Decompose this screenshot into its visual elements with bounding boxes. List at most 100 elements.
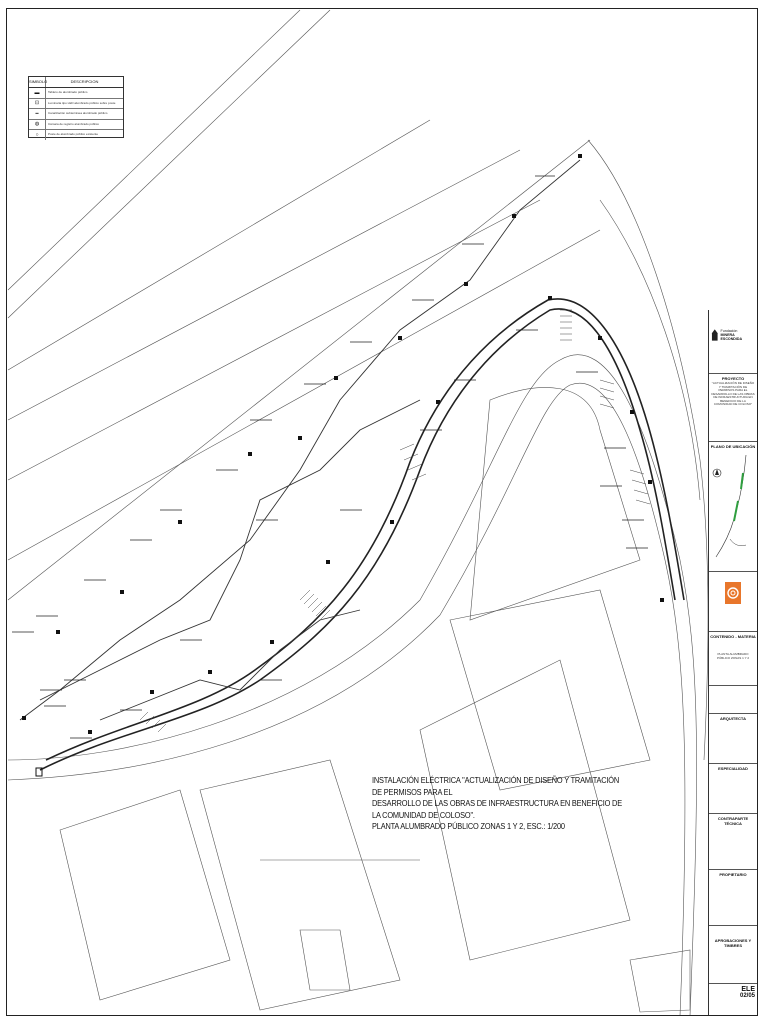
content-header: CONTENIDO - MATERIA	[710, 634, 756, 639]
revision-cell	[709, 686, 757, 714]
legend-header-description: DESCRIPCION	[70, 79, 99, 84]
luminaire-icon	[208, 670, 212, 674]
legend-description: Canalización subterránea alumbrado públi…	[48, 111, 108, 116]
stair-hatch	[599, 379, 615, 409]
company-logo-cell: Fundación MINERA ESCONDIDA	[709, 310, 757, 374]
legend-description: Tablero de alumbrado público	[48, 90, 88, 95]
lighting-circuit-main	[45, 298, 685, 761]
stair-hatch	[299, 589, 331, 621]
road-curve	[7, 354, 697, 1017]
luminaire-icon	[578, 154, 582, 158]
luminaire-icon	[598, 336, 602, 340]
luminaire-icon	[398, 336, 402, 340]
content-cell: CONTENIDO - MATERIA PLANTA ALUMBRADO PÚB…	[709, 632, 757, 686]
sheet-number-cell: ELE 02/05	[709, 984, 757, 1015]
lot-block	[59, 789, 231, 1001]
stair-hatch	[399, 443, 427, 481]
luminaire-icon	[548, 296, 552, 300]
luminaire-icon	[298, 436, 302, 440]
lot-block	[629, 949, 691, 1013]
luminaire-icon	[150, 690, 154, 694]
panel-icon	[35, 767, 43, 777]
luminaire-icon	[326, 560, 330, 564]
annotation-ticks	[12, 175, 648, 739]
drawing-title-line: DESARROLLO DE LAS OBRAS DE INFRAESTRUCTU…	[372, 798, 622, 820]
legend-row: ▬ Tablero de alumbrado público	[29, 88, 123, 99]
contractor-cell: CONTRAPARTE TÉCNICA	[709, 814, 757, 870]
specialty-header: ESPECIALIDAD	[718, 766, 748, 771]
luminaire-icon	[334, 376, 338, 380]
consultant-logo-cell	[709, 572, 757, 632]
legend-symbol: ○	[29, 130, 46, 140]
architect-cell: ARQUITECTA	[709, 714, 757, 764]
architect-header: ARQUITECTA	[720, 716, 746, 721]
luminaire-icon	[660, 598, 664, 602]
luminaire-icon	[22, 716, 26, 720]
lot-block	[199, 759, 401, 1011]
company-name: Fundación	[720, 329, 738, 333]
location-header: PLANO DE UBICACIÓN	[710, 444, 756, 449]
approvals-header: APROBACIONES Y TIMBRES	[714, 938, 752, 948]
luminaire-icon	[56, 630, 60, 634]
luminaire-icon	[248, 452, 252, 456]
title-block: Fundación MINERA ESCONDIDA PROYECTO "ACT…	[708, 310, 757, 1015]
luminaire-icon	[648, 480, 652, 484]
luminaire-icon	[178, 520, 182, 524]
coast-line	[587, 139, 709, 761]
drawing-title: INSTALACIÓN ELÉCTRICA "ACTUALIZACIÓN DE …	[372, 775, 630, 833]
legend-description: Luminaria tipo LED alumbrado público sob…	[48, 100, 116, 105]
luminaire-icon	[436, 400, 440, 404]
legend-description: Cámara de registro alumbrado público	[48, 121, 100, 126]
stair-hatch	[560, 309, 572, 341]
legend-symbol: ━	[29, 109, 46, 119]
luminaire-icon	[120, 590, 124, 594]
luminaire-icon	[390, 520, 394, 524]
legend-description: Poste de alumbrado público existente	[48, 132, 99, 137]
luminaire-markers	[22, 154, 664, 777]
consultant-logo-icon	[725, 582, 741, 604]
drawing-title-line: INSTALACIÓN ELÉCTRICA "ACTUALIZACIÓN DE …	[372, 775, 620, 797]
approvals-cell: APROBACIONES Y TIMBRES	[709, 926, 757, 984]
road-line	[7, 9, 331, 319]
sheet-number: 02/05	[739, 993, 755, 999]
legend-symbol: ⊡	[29, 98, 46, 108]
location-map	[712, 454, 747, 558]
luminaire-icon	[464, 282, 468, 286]
company-logo-icon	[711, 329, 718, 341]
road-line	[7, 199, 541, 481]
road-curve	[7, 382, 686, 1017]
contractor-header: CONTRAPARTE TÉCNICA	[717, 816, 749, 826]
owner-header: PROPIETARIO	[719, 872, 747, 877]
luminaire-icon	[512, 214, 516, 218]
lot-block	[469, 387, 641, 621]
legend-header-symbol: SIMBOLO	[29, 77, 47, 87]
luminaire-icon	[88, 730, 92, 734]
specialty-cell: ESPECIALIDAD	[709, 764, 757, 814]
map-highlight	[733, 472, 744, 522]
location-map-cell: PLANO DE UBICACIÓN	[709, 442, 757, 572]
luminaire-icon	[630, 410, 634, 414]
company-name: MINERA ESCONDIDA	[720, 333, 743, 341]
stair-hatch	[139, 711, 167, 733]
lot-block	[449, 589, 651, 791]
legend-symbol: ▬	[29, 88, 46, 98]
lot-block	[419, 659, 631, 961]
road-line	[7, 149, 521, 421]
coast-line	[599, 199, 701, 501]
road-line	[7, 229, 601, 561]
road-line	[7, 139, 591, 601]
lighting-circuit-main	[39, 308, 676, 771]
lighting-circuit-secondary	[39, 399, 421, 701]
lighting-circuit-upper	[19, 159, 581, 721]
legend-row: ○ Poste de alumbrado público existente	[29, 130, 123, 140]
legend-row: ━ Canalización subterránea alumbrado púb…	[29, 109, 123, 120]
legend-row: ⊡ Luminaria tipo LED alumbrado público s…	[29, 98, 123, 109]
content-text: PLANTA ALUMBRADO PÚBLICO ZONAS 1 Y 2	[716, 652, 750, 660]
sheet-code: ELE	[741, 986, 755, 993]
stair-hatch	[629, 469, 651, 505]
legend-table: SIMBOLO DESCRIPCION ▬ Tablero de alumbra…	[28, 76, 124, 140]
road-line	[7, 9, 301, 291]
project-header: PROYECTO	[721, 376, 745, 381]
lot-block	[299, 929, 351, 991]
